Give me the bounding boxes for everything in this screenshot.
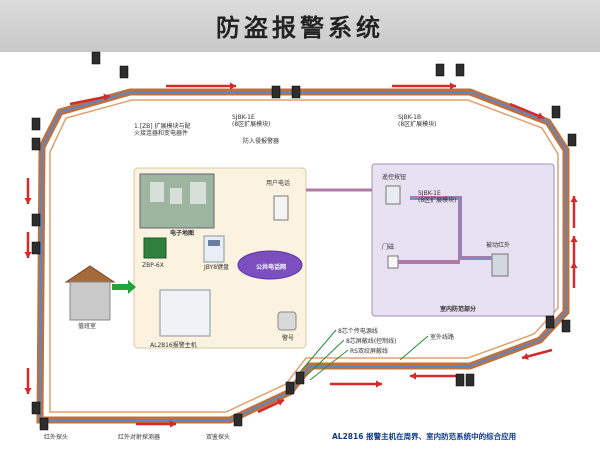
arrow-head-15 (376, 380, 382, 388)
arrow-shaft-4 (509, 102, 545, 120)
home-phone-device (273, 195, 289, 221)
leader-lines (299, 329, 429, 381)
sensor-pillar-20 (31, 213, 41, 227)
bottom-label-right: 双鉴探头 (206, 434, 231, 441)
arrow-head-3 (450, 82, 456, 90)
arrow-shaft-1 (69, 94, 111, 106)
guard-room-body (69, 281, 111, 321)
bottom-label-left: 红外探头 (44, 434, 69, 441)
door-sensor-label: 门磁 (382, 244, 395, 251)
alarm-host-unit (159, 289, 211, 337)
arrow-head-6 (570, 236, 578, 242)
keypad-label: JBY8键盘 (204, 264, 230, 271)
bus-label-top-right: SJBK-1B (8区扩展模块) (398, 114, 437, 128)
indoor-detector-label: 遥控按钮 (382, 174, 407, 181)
arrow-head-7 (570, 262, 578, 268)
bus-label-top-center: SJBK-1E (8区扩展模块) (232, 114, 271, 128)
sensor-pillar-17 (233, 413, 243, 427)
siren-device (277, 311, 297, 331)
sensor-pillar-4 (91, 51, 101, 65)
indoor-section-label: 室内防范部分 (440, 306, 477, 313)
sensor-pillar-13 (465, 373, 475, 387)
building-block-2 (170, 188, 182, 204)
indoor-bus-line-2 (410, 197, 492, 259)
indoor-bus-label: SJBK-1E (8区扩展模块) (418, 190, 457, 204)
sensor-pillar-8 (455, 63, 465, 77)
diagram-caption: AL2816 报警主机在周界、室内防范系统中的综合应用 (332, 432, 517, 441)
guard-room-label: 值班室 (78, 323, 97, 330)
sensor-pillar-3 (31, 137, 41, 151)
sensor-pillar-12 (545, 315, 555, 329)
sensor-pillar-10 (567, 133, 577, 147)
arrow-head-8 (24, 198, 32, 204)
arrow-head-2 (230, 82, 236, 90)
sensor-pillar-6 (291, 85, 301, 99)
arrow-head-10 (24, 388, 32, 394)
note-top-left: 1.[ZB] 扩展模块与配 火接连器和变电器件 (134, 123, 191, 137)
sensor-pillar-19 (31, 401, 41, 415)
sensor-pillar-7 (435, 63, 445, 77)
building-block-3 (190, 182, 206, 204)
sensor-pillar-11 (561, 319, 571, 333)
leader-line-3 (309, 349, 349, 381)
phone-network-ellipse (237, 250, 303, 280)
alarm-host-label: AL2816报警主机 (150, 342, 197, 349)
arrow-head-13 (277, 399, 284, 406)
sensor-pillar-2 (31, 117, 41, 131)
direction-arrows (24, 82, 578, 428)
sensor-pillar-9 (551, 105, 561, 119)
sensor-pillar-5 (271, 85, 281, 99)
arrow-head-14 (170, 420, 176, 428)
sensor-pillar-18 (39, 417, 49, 431)
perimeter-second-line (49, 99, 559, 413)
sensor-pillar-15 (295, 371, 305, 385)
building-block-1 (150, 182, 164, 202)
electronic-map-label: 电子地图 (170, 230, 195, 237)
bottom-label-mid: 红外对射探测器 (118, 434, 161, 441)
title-bar (0, 0, 600, 52)
ir-detector-label: 被动红外 (486, 242, 511, 249)
zbp-board (143, 237, 167, 259)
line-label-2: 8芯屏蔽线(控制线) (346, 338, 397, 345)
leader-line-4 (399, 335, 429, 361)
indoor-section-panel (371, 163, 555, 317)
alarm-light-label: 防入侵报警器 (243, 138, 280, 145)
leader-line-1 (299, 329, 337, 373)
sensor-pillar-16 (285, 381, 295, 395)
keypad-device (203, 235, 225, 263)
line-label-3: RS双绞屏蔽线 (350, 348, 388, 355)
arrow-head-11 (522, 352, 529, 360)
page-title: 防盗报警系统 (216, 13, 384, 42)
guard-room-roof (64, 265, 116, 283)
line-label-1: 8芯个传电源线 (338, 328, 378, 335)
arrow-head-1 (103, 93, 110, 101)
home-phone-label: 用户电话 (266, 180, 291, 187)
arrow-head-4 (537, 112, 544, 120)
leader-line-2 (305, 339, 345, 377)
phone-network-label: 公共电话网 (256, 264, 287, 271)
ir-detector-device (491, 253, 509, 277)
green-arrow (112, 280, 136, 294)
arrow-head-12 (410, 372, 416, 380)
keypad-screen (208, 240, 220, 246)
sensor-pillar-1 (119, 65, 129, 79)
zbp-label: ZBP-6X (142, 262, 164, 269)
siren-label: 警号 (282, 335, 295, 342)
sensor-pillar-14 (455, 373, 465, 387)
sensor-pillar-21 (31, 241, 41, 255)
perimeter-wire (36, 88, 570, 424)
perimeter-inner-line (38, 91, 567, 421)
line-label-4: 室外线路 (430, 334, 455, 341)
indoor-detector-device (385, 185, 401, 205)
arrow-head-9 (24, 252, 32, 258)
arrow-head-5 (570, 196, 578, 202)
door-sensor-device (387, 255, 399, 269)
sensor-pillars (31, 51, 577, 431)
